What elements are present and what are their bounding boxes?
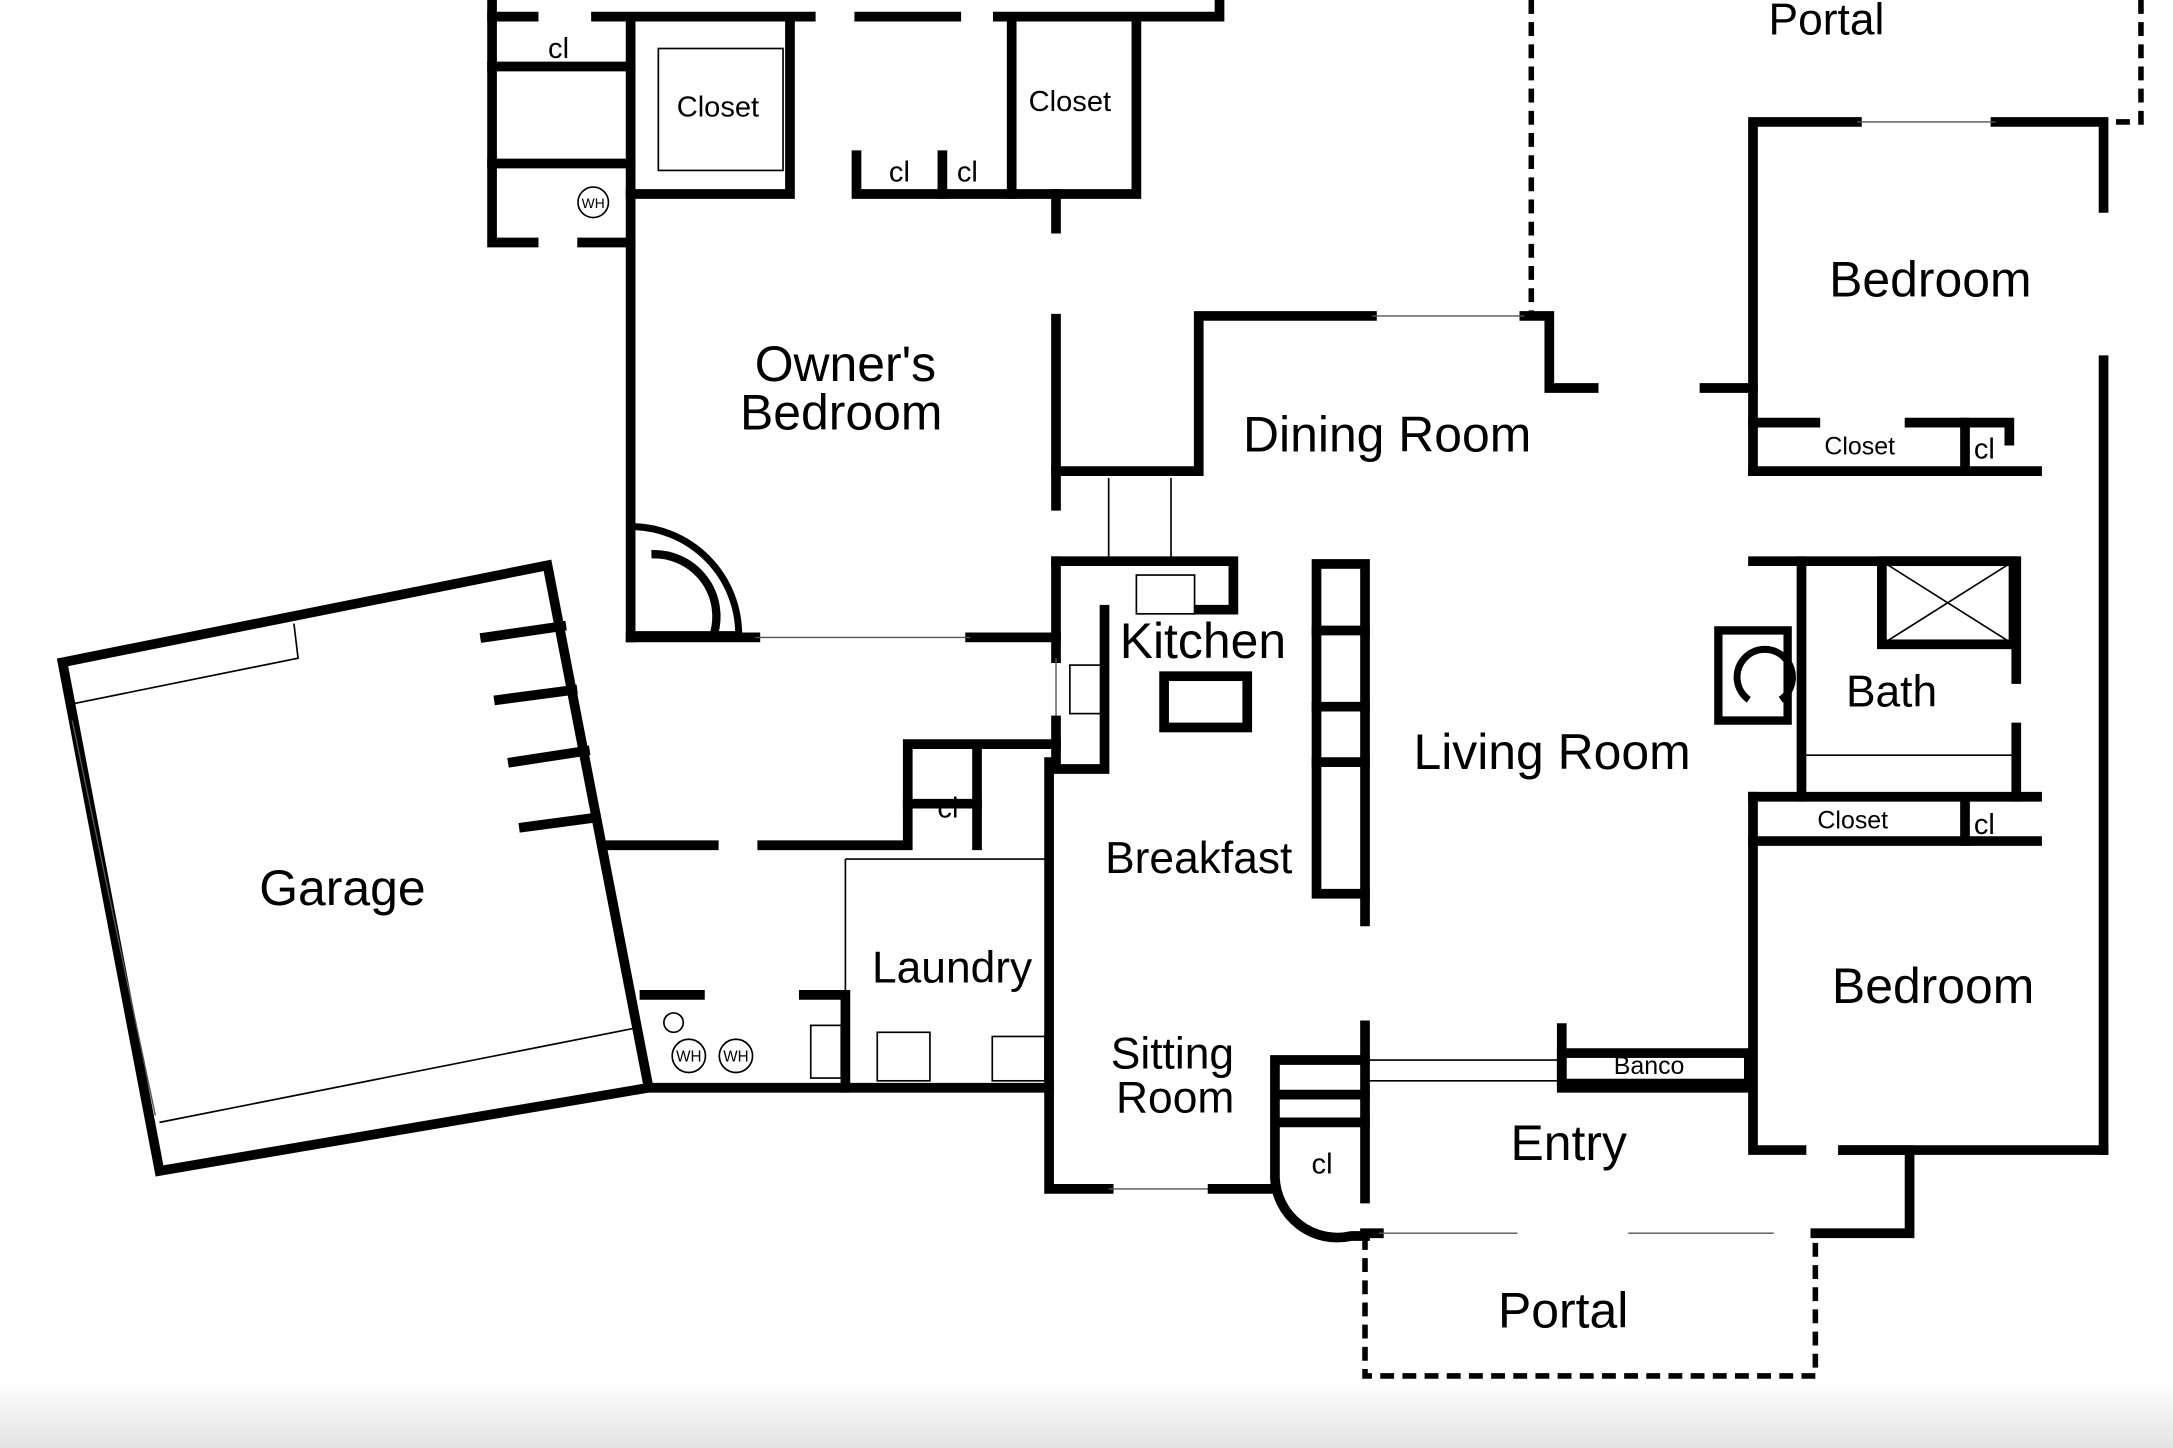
- label-banco: Banco: [1614, 1052, 1685, 1080]
- label-dining-room: Dining Room: [1243, 407, 1531, 463]
- label-closet: Closet: [677, 91, 759, 123]
- label-breakfast: Breakfast: [1105, 834, 1292, 883]
- label-bath: Bath: [1846, 668, 1937, 717]
- walls: [56, 0, 2144, 1379]
- label-laundry: Laundry: [872, 943, 1033, 992]
- label-entry: Entry: [1510, 1115, 1626, 1171]
- room-labels: Portal Closet Closet cl cl cl WH Owner's…: [259, 0, 2034, 1338]
- label-wh: WH: [676, 1048, 701, 1065]
- label-cl: cl: [548, 33, 569, 65]
- label-bedroom: Bedroom: [1829, 252, 2031, 308]
- label-sitting-room: Room: [1116, 1074, 1234, 1123]
- label-garage: Garage: [259, 860, 425, 916]
- water-heater-icon: [718, 1038, 754, 1074]
- label-portal-top: Portal: [1769, 0, 1885, 45]
- label-wh: WH: [582, 195, 605, 211]
- water-heater-icon: [577, 186, 610, 219]
- label-sitting-room: Sitting: [1111, 1029, 1234, 1078]
- label-cl: cl: [1974, 434, 1995, 466]
- label-cl: cl: [937, 793, 958, 825]
- label-cl: cl: [1974, 809, 1995, 841]
- label-closet: Closet: [1029, 86, 1111, 118]
- label-cl: cl: [1312, 1149, 1333, 1181]
- label-closet: Closet: [1817, 807, 1888, 835]
- label-portal-bottom: Portal: [1498, 1282, 1628, 1338]
- label-living-room: Living Room: [1413, 724, 1690, 780]
- label-closet: Closet: [1824, 432, 1895, 460]
- label-owners-bedroom: Bedroom: [740, 385, 942, 441]
- water-heater-icon: [671, 1038, 707, 1074]
- label-owners-bedroom: Owner's: [755, 336, 936, 392]
- label-kitchen: Kitchen: [1120, 613, 1286, 669]
- label-bedroom: Bedroom: [1832, 958, 2034, 1014]
- label-wh: WH: [723, 1048, 748, 1065]
- label-cl: cl: [957, 157, 978, 189]
- label-cl: cl: [889, 157, 910, 189]
